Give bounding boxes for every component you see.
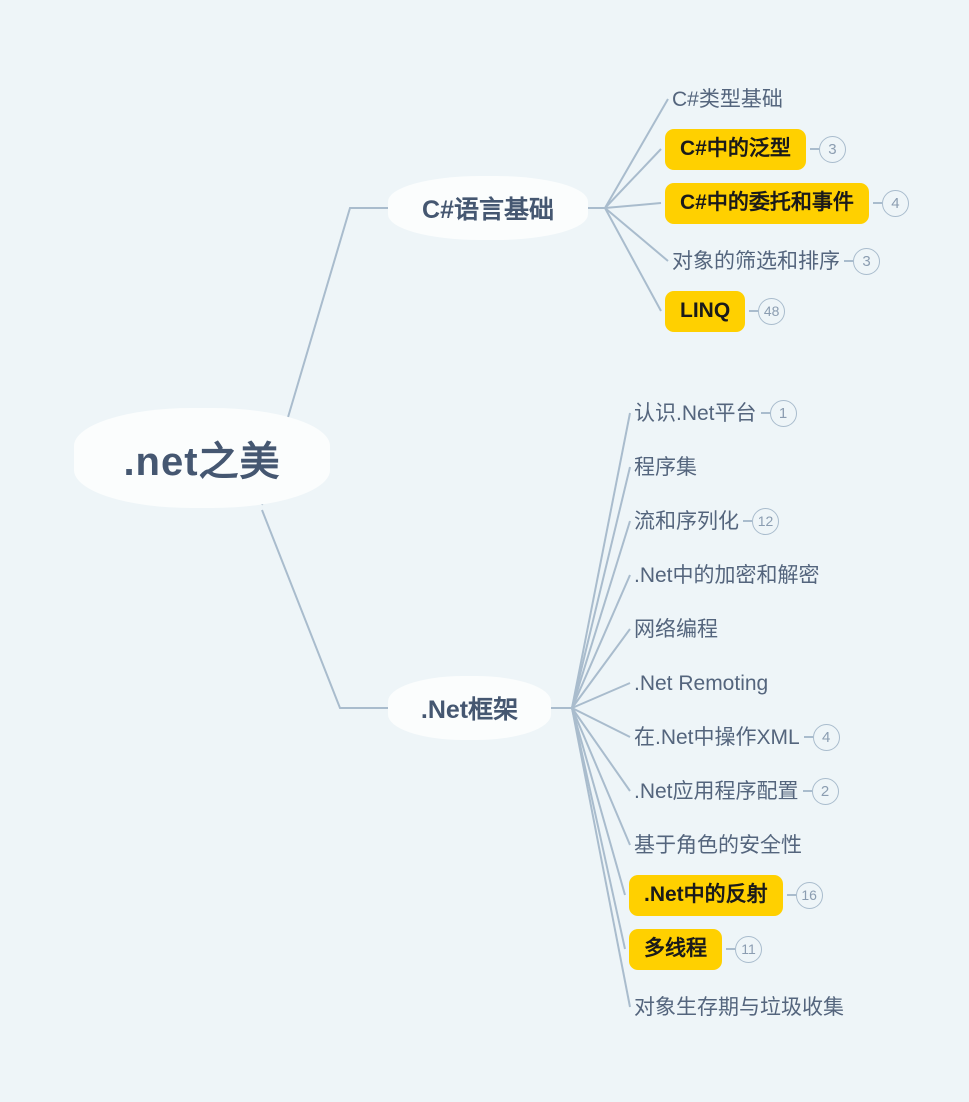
badge-dash-connector	[872, 202, 882, 204]
count-badge[interactable]: 1	[769, 399, 797, 427]
leaf-node-net[interactable]: .Net中的加密和解密	[634, 558, 820, 592]
edge-branch-1-leaf-11	[571, 707, 631, 1008]
leaf-node-net[interactable]: .Net应用程序配置 2	[634, 774, 839, 808]
leaf-node-item[interactable]: 多线程 11	[629, 928, 762, 970]
leaf-node-item[interactable]: 网络编程	[634, 612, 718, 646]
leaf-node-item[interactable]: 程序集	[634, 450, 697, 484]
count-badge[interactable]: 48	[758, 297, 786, 325]
count-badge-group: 11	[722, 935, 762, 963]
badge-dash-connector	[760, 412, 770, 414]
edge-branch-1-leaf-1	[571, 466, 631, 709]
leaf-node-label: 网络编程	[634, 617, 718, 641]
count-badge[interactable]: 12	[752, 507, 779, 535]
badge-dash-connector	[743, 520, 752, 522]
edge-branch-1-leaf-10	[571, 707, 626, 950]
leaf-node-label: 流和序列化	[634, 509, 739, 533]
edge-branch-1-leaf-2	[571, 520, 631, 709]
edge-branch-0-leaf-0	[604, 98, 669, 209]
edge-branch-0-leaf-2	[604, 202, 662, 209]
leaf-node-label: 认识.Net平台	[634, 401, 757, 425]
leaf-node-label: .Net中的反射	[629, 874, 783, 916]
edge-branch-1-leaf-5	[571, 682, 631, 709]
leaf-node-item[interactable]: 对象生存期与垃圾收集	[634, 990, 844, 1024]
leaf-node-label: 在.Net中操作XML	[634, 725, 800, 749]
leaf-node-net-xml[interactable]: 在.Net中操作XML 4	[634, 720, 840, 754]
leaf-node-linq[interactable]: LINQ 48	[665, 290, 786, 332]
branch-node-csharp[interactable]: C#语言基础	[388, 176, 588, 240]
leaf-node-label: .Net应用程序配置	[634, 779, 799, 803]
badge-dash-connector	[844, 260, 853, 262]
leaf-node-net-remoting[interactable]: .Net Remoting	[634, 666, 768, 700]
leaf-node-label: 多线程	[629, 928, 722, 970]
leaf-node-label: LINQ	[665, 290, 746, 332]
leaf-node-label: C#中的委托和事件	[665, 182, 869, 224]
count-badge-group: 48	[745, 297, 786, 325]
count-badge-group: 12	[739, 507, 779, 535]
edge-branch-0-leaf-1	[604, 148, 662, 209]
badge-dash-connector	[809, 148, 819, 150]
count-badge-group: 1	[757, 399, 797, 427]
count-badge[interactable]: 4	[812, 723, 840, 751]
leaf-node-label: 基于角色的安全性	[634, 833, 802, 857]
leaf-node-label: 对象生存期与垃圾收集	[634, 995, 844, 1019]
count-badge[interactable]: 3	[853, 247, 880, 275]
leaf-node-item[interactable]: 基于角色的安全性	[634, 828, 802, 862]
edge-branch-1-leaf-8	[571, 707, 631, 846]
branch-node-label: C#语言基础	[422, 196, 554, 224]
leaf-node-c[interactable]: C#中的泛型 3	[665, 128, 846, 170]
edge-branch-1-leaf-6	[571, 707, 631, 738]
leaf-node-c[interactable]: C#中的委托和事件 4	[665, 182, 909, 224]
badge-dash-connector	[726, 948, 735, 950]
count-badge-group: 3	[806, 135, 846, 163]
edge-root-to-dotnet-framework	[261, 509, 392, 709]
count-badge[interactable]: 3	[818, 135, 846, 163]
leaf-node-label: .Net Remoting	[634, 671, 769, 695]
branch-node-dotnet-framework[interactable]: .Net框架	[388, 676, 551, 740]
badge-dash-connector	[749, 310, 759, 312]
leaf-node-item[interactable]: 对象的筛选和排序 3	[672, 244, 880, 278]
count-badge[interactable]: 2	[811, 777, 839, 805]
count-badge-group: 2	[799, 777, 839, 805]
count-badge-group: 3	[840, 247, 880, 275]
leaf-node-label: 对象的筛选和排序	[672, 249, 840, 273]
leaf-node-label: C#类型基础	[672, 87, 783, 111]
edge-branch-0-leaf-4	[604, 207, 662, 312]
edge-branch-1-leaf-0	[571, 412, 631, 709]
root-node-label: .net之美	[123, 440, 281, 484]
edge-branch-1-leaf-4	[571, 628, 631, 709]
edge-branch-0-leaf-3	[604, 207, 669, 262]
count-badge[interactable]: 4	[881, 189, 909, 217]
branch-node-label: .Net框架	[420, 696, 519, 724]
leaf-node-net[interactable]: .Net中的反射 16	[629, 874, 823, 916]
edge-branch-1-leaf-3	[571, 574, 631, 709]
leaf-node-item[interactable]: 流和序列化 12	[634, 504, 779, 538]
count-badge-group: 4	[800, 723, 840, 751]
leaf-node-c[interactable]: C#类型基础	[672, 82, 783, 116]
badge-dash-connector	[786, 894, 796, 896]
leaf-node-label: C#中的泛型	[665, 128, 806, 170]
edge-branch-1-leaf-9	[571, 707, 626, 896]
leaf-node-label: 程序集	[634, 455, 697, 479]
badge-dash-connector	[802, 790, 812, 792]
count-badge-group: 4	[869, 189, 909, 217]
leaf-node-net[interactable]: 认识.Net平台 1	[634, 396, 797, 430]
count-badge[interactable]: 11	[735, 935, 762, 963]
root-node[interactable]: .net之美	[74, 408, 330, 508]
count-badge-group: 16	[783, 881, 823, 909]
edge-branch-1-leaf-7	[571, 707, 631, 792]
count-badge[interactable]: 16	[795, 881, 823, 909]
badge-dash-connector	[803, 736, 813, 738]
leaf-node-label: .Net中的加密和解密	[634, 563, 820, 587]
